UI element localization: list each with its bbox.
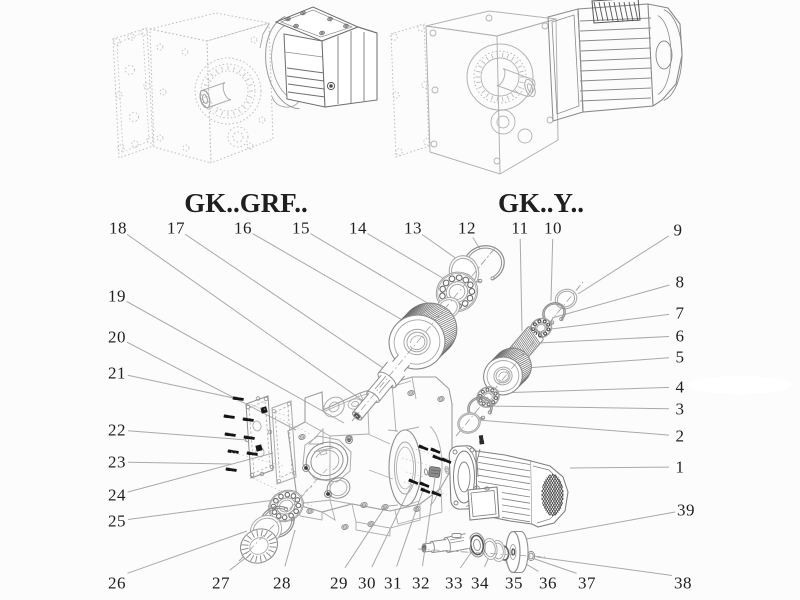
svg-text:12: 12 xyxy=(458,218,476,237)
svg-text:23: 23 xyxy=(108,452,126,471)
svg-text:26: 26 xyxy=(108,573,126,592)
svg-text:9: 9 xyxy=(674,220,683,239)
svg-text:15: 15 xyxy=(292,218,310,237)
svg-text:30: 30 xyxy=(358,573,376,592)
svg-text:1: 1 xyxy=(676,457,685,476)
svg-text:33: 33 xyxy=(445,573,463,592)
svg-text:17: 17 xyxy=(167,218,185,237)
svg-text:8: 8 xyxy=(676,272,685,291)
svg-text:11: 11 xyxy=(511,218,528,237)
svg-text:24: 24 xyxy=(108,485,126,504)
svg-text:25: 25 xyxy=(108,511,126,530)
svg-text:28: 28 xyxy=(273,573,291,592)
svg-text:18: 18 xyxy=(109,218,127,237)
svg-text:20: 20 xyxy=(108,327,126,346)
svg-text:7: 7 xyxy=(676,303,685,322)
svg-text:22: 22 xyxy=(108,420,126,439)
svg-text:19: 19 xyxy=(108,286,126,305)
svg-text:2: 2 xyxy=(676,426,685,445)
svg-text:10: 10 xyxy=(544,218,562,237)
svg-text:16: 16 xyxy=(234,218,252,237)
svg-text:39: 39 xyxy=(677,500,695,519)
svg-text:32: 32 xyxy=(412,573,430,592)
svg-text:21: 21 xyxy=(108,363,126,382)
svg-text:36: 36 xyxy=(539,573,557,592)
svg-text:34: 34 xyxy=(471,573,489,592)
svg-text:13: 13 xyxy=(404,218,422,237)
svg-text:GK..GRF..: GK..GRF.. xyxy=(184,188,308,218)
svg-text:27: 27 xyxy=(212,573,230,592)
svg-text:35: 35 xyxy=(505,573,523,592)
svg-text:GK..Y..: GK..Y.. xyxy=(498,188,584,218)
svg-text:5: 5 xyxy=(676,347,685,366)
svg-text:6: 6 xyxy=(676,326,685,345)
svg-text:4: 4 xyxy=(676,377,685,396)
svg-text:3: 3 xyxy=(676,399,685,418)
svg-text:14: 14 xyxy=(349,218,367,237)
svg-text:29: 29 xyxy=(330,573,348,592)
svg-text:37: 37 xyxy=(578,573,596,592)
svg-text:31: 31 xyxy=(384,573,402,592)
svg-text:38: 38 xyxy=(674,573,692,592)
